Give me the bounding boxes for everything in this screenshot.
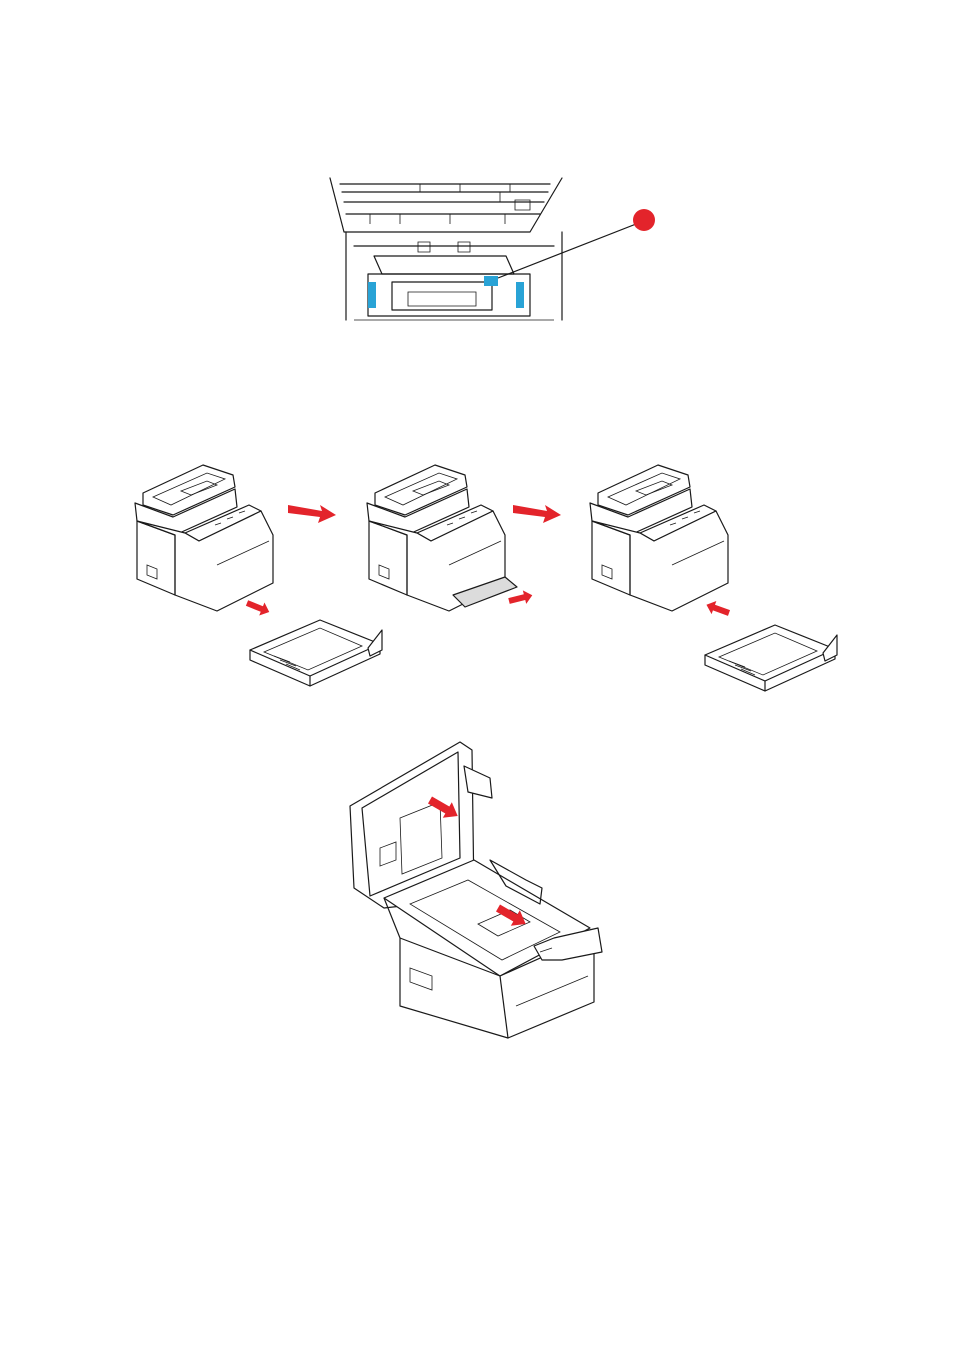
step-2-remove-paper — [366, 464, 533, 612]
lift-arrow-icon — [496, 904, 526, 926]
left-latch-icon — [368, 282, 376, 308]
figure-fuser-unit — [300, 170, 670, 330]
figure-scanner-open — [340, 738, 610, 1043]
sequence-arrow-icon — [288, 505, 336, 523]
sequence-arrow-icon — [513, 505, 561, 523]
lift-arrow-icon — [428, 796, 458, 818]
step-3-tray-in — [589, 464, 838, 692]
step-1-tray-out — [134, 464, 383, 687]
callout-marker-icon — [633, 209, 655, 231]
figure-tray-sequence — [125, 455, 838, 692]
